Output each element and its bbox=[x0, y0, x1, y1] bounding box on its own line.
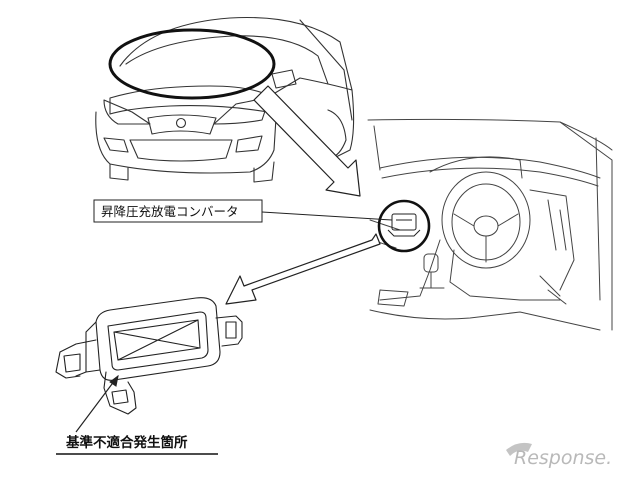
arrow-converter-to-detail bbox=[225, 233, 381, 305]
converter-small-icon bbox=[387, 213, 421, 237]
cowl-highlight-ellipse bbox=[108, 28, 276, 100]
converter-label-box: 昇降圧充放電コンバータ bbox=[93, 199, 263, 223]
response-watermark-text: Response. bbox=[514, 447, 612, 469]
converter-highlight-circle bbox=[377, 199, 431, 253]
interior-dashboard-illustration bbox=[367, 118, 613, 331]
response-watermark-logo: Response. bbox=[506, 442, 612, 469]
response-swoosh-icon bbox=[506, 442, 532, 456]
converter-label: 昇降圧充放電コンバータ bbox=[101, 204, 239, 219]
nonconformity-leader-arrowhead bbox=[109, 374, 119, 387]
nonconformity-leader-line bbox=[75, 375, 119, 433]
converter-leader-line bbox=[261, 211, 393, 221]
nonconformity-label: 基準不適合発生箇所 bbox=[66, 434, 188, 451]
converter-enlarged-illustration bbox=[55, 297, 243, 415]
arrow-car-to-interior bbox=[253, 85, 361, 197]
